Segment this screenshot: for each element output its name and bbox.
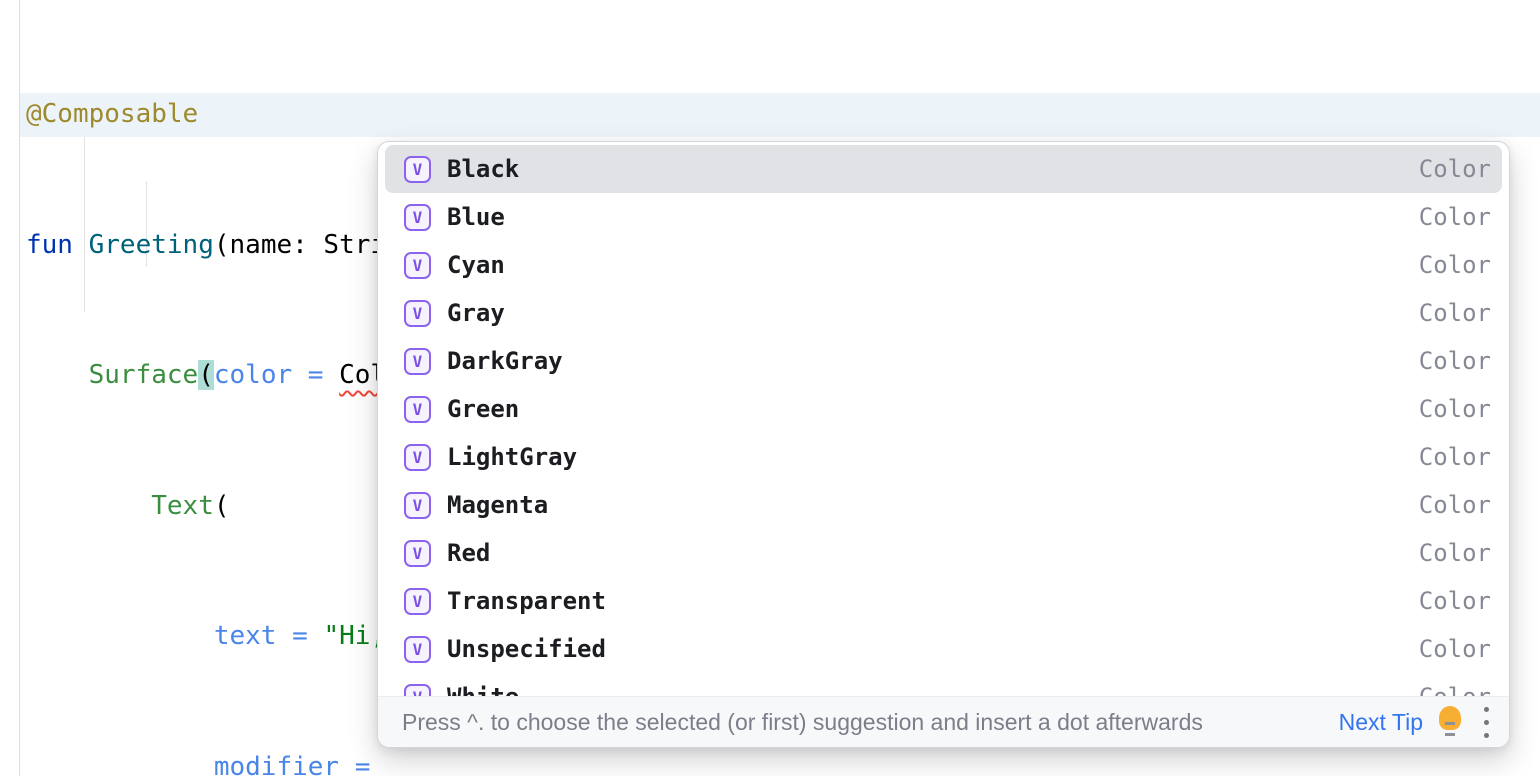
composable-call-token: Surface <box>88 360 199 390</box>
completion-item-label: Black <box>447 155 520 183</box>
completion-item-label: Cyan <box>447 251 505 279</box>
value-icon: V <box>404 203 431 231</box>
completion-item-label: White <box>447 683 520 697</box>
named-arg-token: text <box>213 621 277 651</box>
completion-item-label: Red <box>447 539 491 567</box>
completion-item-type: Color <box>1418 587 1491 615</box>
completion-item-lightgray[interactable]: V LightGray Color <box>385 433 1502 481</box>
composable-call-token: Text <box>151 490 214 521</box>
value-icon: V <box>404 443 431 471</box>
function-name-token: Greeting <box>88 229 214 260</box>
completion-item-type: Color <box>1418 635 1491 663</box>
code-line-5: text = "Hi, <box>26 615 950 659</box>
indent <box>26 621 214 651</box>
value-icon: V <box>404 683 431 697</box>
value-icon: V <box>404 299 431 327</box>
gutter-separator <box>19 0 20 776</box>
plain-token: ( <box>213 490 230 521</box>
current-line-highlight <box>20 93 1540 137</box>
completion-item-type: Color <box>1418 155 1491 183</box>
keyword-token: fun <box>26 229 89 260</box>
value-icon: V <box>404 539 431 567</box>
completion-item-white[interactable]: V White Color <box>385 673 1502 697</box>
indent-guide <box>146 181 147 267</box>
completion-item-type: Color <box>1418 299 1491 327</box>
completion-item-gray[interactable]: V Gray Color <box>385 289 1502 337</box>
completion-item-blue[interactable]: V Blue Color <box>385 193 1502 241</box>
indent-guide <box>84 137 85 312</box>
completion-item-darkgray[interactable]: V DarkGray Color <box>385 337 1502 385</box>
completion-list: V Black Color V Blue Color V Cyan Color … <box>378 142 1509 697</box>
completion-item-label: Unspecified <box>447 635 606 663</box>
value-icon: V <box>404 491 431 519</box>
hint-text: Press ^. to choose the selected (or firs… <box>402 708 1203 735</box>
value-icon: V <box>404 347 431 375</box>
completion-item-black[interactable]: V Black Color <box>385 145 1502 193</box>
completion-item-unspecified[interactable]: V Unspecified Color <box>385 625 1502 673</box>
completion-item-label: Magenta <box>447 491 549 519</box>
completion-item-magenta[interactable]: V Magenta Color <box>385 481 1502 529</box>
completion-item-type: Color <box>1418 251 1491 279</box>
completion-popup: V Black Color V Blue Color V Cyan Color … <box>377 141 1510 748</box>
completion-item-type: Color <box>1418 347 1491 375</box>
completion-item-label: DarkGray <box>447 347 563 375</box>
code-line-1: @Composable <box>26 93 950 137</box>
indent <box>26 360 89 390</box>
value-icon: V <box>404 155 431 183</box>
equals-token: = <box>276 621 324 651</box>
indent <box>26 491 151 521</box>
value-icon: V <box>404 635 431 663</box>
next-tip-link[interactable]: Next Tip <box>1338 708 1423 735</box>
completion-hint-bar: Press ^. to choose the selected (or firs… <box>378 696 1509 747</box>
value-icon: V <box>404 587 431 615</box>
equals-token: = <box>339 751 387 776</box>
value-icon: V <box>404 251 431 279</box>
completion-item-label: Blue <box>447 203 505 231</box>
completion-item-label: Green <box>447 395 520 423</box>
completion-item-type: Color <box>1418 443 1491 471</box>
completion-item-label: Gray <box>447 299 505 327</box>
matched-paren-open: ( <box>198 360 214 390</box>
lightbulb-icon <box>1437 706 1463 738</box>
completion-item-type: Color <box>1418 539 1491 567</box>
completion-item-label: Transparent <box>447 587 606 615</box>
completion-item-type: Color <box>1418 203 1491 231</box>
code-line-4: Text( <box>26 485 950 529</box>
annotation-token: @Composable <box>26 99 199 129</box>
completion-item-label: LightGray <box>447 443 578 471</box>
value-icon: V <box>404 395 431 423</box>
completion-item-green[interactable]: V Green Color <box>385 385 1502 433</box>
indent <box>26 752 214 776</box>
equals-token: = <box>292 360 340 390</box>
completion-item-type: Color <box>1418 683 1491 697</box>
completion-item-transparent[interactable]: V Transparent Color <box>385 577 1502 625</box>
named-arg-token: color <box>213 360 293 390</box>
completion-item-red[interactable]: V Red Color <box>385 529 1502 577</box>
code-line-6: modifier = <box>26 746 950 776</box>
string-token: "Hi, <box>323 621 387 651</box>
completion-item-cyan[interactable]: V Cyan Color <box>385 241 1502 289</box>
named-arg-token: modifier <box>213 751 340 776</box>
completion-item-type: Color <box>1418 491 1491 519</box>
kebab-menu-icon[interactable] <box>1483 704 1489 740</box>
completion-item-type: Color <box>1418 395 1491 423</box>
